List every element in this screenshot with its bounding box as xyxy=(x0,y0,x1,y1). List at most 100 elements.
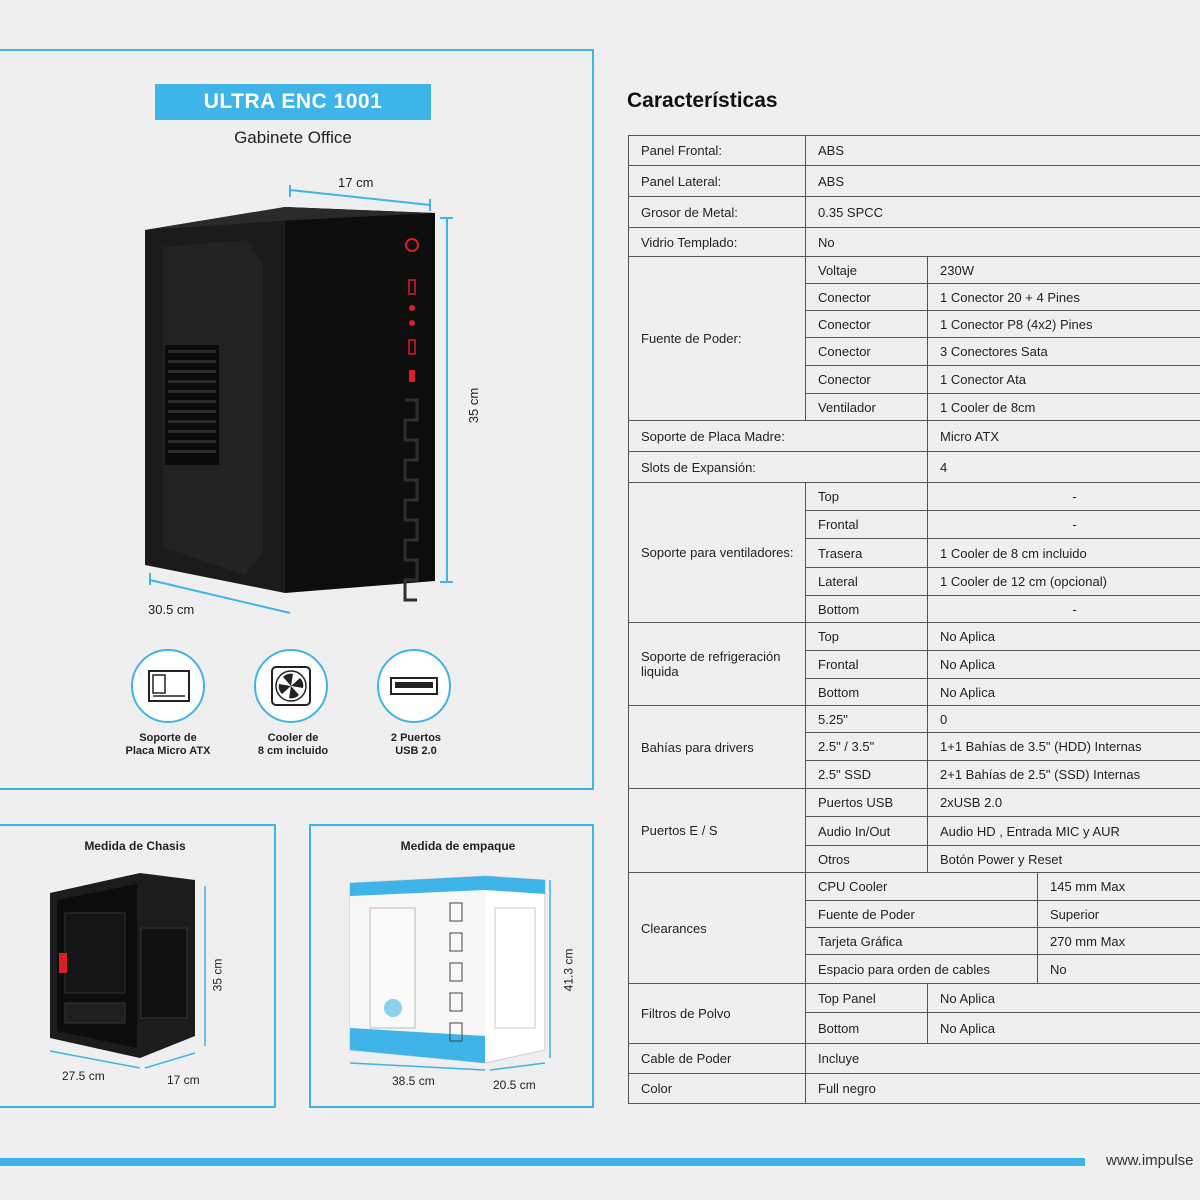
table-row: Soporte para ventiladores: Top - xyxy=(628,482,1200,623)
spec-value: 1 Cooler de 8 cm incluido xyxy=(927,538,1200,568)
dim-depth: 30.5 cm xyxy=(148,602,195,617)
spec-value: No Aplica xyxy=(927,983,1200,1013)
usb-icon xyxy=(390,677,438,695)
spec-subkey: 5.25" xyxy=(805,705,928,733)
spec-value: 1 Conector Ata xyxy=(927,365,1200,394)
spec-label: Puertos E / S xyxy=(628,788,806,873)
spec-label: Filtros de Polvo xyxy=(628,983,806,1044)
spec-subkey: Otros xyxy=(805,845,928,873)
spec-subkey: Voltaje xyxy=(805,256,928,284)
package-depth: 38.5 cm xyxy=(392,1074,435,1088)
spec-value: Botón Power y Reset xyxy=(927,845,1200,873)
table-row: Soporte de refrigeración liquida Top No … xyxy=(628,622,1200,706)
chassis-height: 35 cm xyxy=(210,958,225,992)
usb-feature xyxy=(377,649,451,723)
spec-label: Color xyxy=(628,1073,806,1104)
spec-value: 2+1 Bahías de 2.5" (SSD) Internas xyxy=(927,760,1200,789)
spec-subkey: Conector xyxy=(805,283,928,311)
spec-subkey: Top Panel xyxy=(805,983,928,1013)
package-box-title: Medida de empaque xyxy=(400,839,516,853)
spec-value: No Aplica xyxy=(927,622,1200,651)
spec-value: 1+1 Bahías de 3.5" (HDD) Internas xyxy=(927,732,1200,761)
spec-value: 145 mm Max xyxy=(1037,872,1200,901)
dim-height: 35 cm xyxy=(466,387,482,424)
chassis-box-title: Medida de Chasis xyxy=(84,839,186,853)
footer-url[interactable]: www.impulse xyxy=(1106,1152,1194,1169)
spec-value: ABS xyxy=(805,135,1200,166)
spec-subkey: Lateral xyxy=(805,567,928,596)
spec-subkey: Top xyxy=(805,622,928,651)
spec-label: Slots de Expansión: xyxy=(628,451,928,483)
spec-subkey: Frontal xyxy=(805,650,928,679)
chassis-box xyxy=(0,824,276,1108)
table-row: Soporte de Placa Madre: Micro ATX xyxy=(628,420,1200,452)
spec-value: 0.35 SPCC xyxy=(805,196,1200,228)
spec-label: Soporte para ventiladores: xyxy=(628,482,806,623)
fan-feature xyxy=(254,649,328,723)
spec-subkey: 2.5" SSD xyxy=(805,760,928,789)
spec-value: No xyxy=(805,227,1200,257)
chassis-image xyxy=(49,873,206,1069)
package-image xyxy=(349,875,551,1071)
spec-value: - xyxy=(927,510,1200,539)
specs-table: Panel Frontal: ABS Panel Lateral: ABS Gr… xyxy=(628,135,1200,1104)
spec-subkey: 2.5" / 3.5" xyxy=(805,732,928,761)
spec-value: 1 Conector P8 (4x2) Pines xyxy=(927,310,1200,338)
chassis-width: 17 cm xyxy=(167,1073,200,1087)
spec-value: ABS xyxy=(805,165,1200,197)
table-row: Bahías para drivers 5.25" 0 xyxy=(628,705,1200,789)
spec-value: 270 mm Max xyxy=(1037,927,1200,955)
spec-label: Cable de Poder xyxy=(628,1043,806,1074)
table-row: Fuente de Poder: Voltaje 230W xyxy=(628,256,1200,421)
motherboard-feature xyxy=(131,649,205,723)
pc-case-image xyxy=(145,185,453,614)
spec-subkey: Conector xyxy=(805,337,928,366)
spec-value: - xyxy=(927,595,1200,623)
spec-subkey: Puertos USB xyxy=(805,788,928,817)
product-frame xyxy=(0,49,594,790)
spec-label: Panel Lateral: xyxy=(628,165,806,197)
package-box xyxy=(309,824,594,1108)
spec-subkey: Espacio para orden de cables xyxy=(805,954,1038,984)
spec-subkey: Conector xyxy=(805,310,928,338)
spec-value: Audio HD , Entrada MIC y AUR xyxy=(927,816,1200,846)
dim-width: 17 cm xyxy=(338,175,374,190)
spec-subkey: Bottom xyxy=(805,1012,928,1044)
table-row: Color Full negro xyxy=(628,1073,1200,1104)
spec-subkey: Bottom xyxy=(805,595,928,623)
table-row: Panel Lateral: ABS xyxy=(628,165,1200,197)
spec-subkey: Fuente de Poder xyxy=(805,900,1038,928)
product-title: ULTRA ENC 1001 xyxy=(155,84,431,120)
motherboard-icon xyxy=(148,670,190,702)
spec-subkey: Ventilador xyxy=(805,393,928,421)
spec-value: No xyxy=(1037,954,1200,984)
spec-subkey: Conector xyxy=(805,365,928,394)
spec-label: Soporte de refrigeración liquida xyxy=(628,622,806,706)
spec-value: 1 Conector 20 + 4 Pines xyxy=(927,283,1200,311)
table-row: Slots de Expansión: 4 xyxy=(628,451,1200,483)
spec-value: 1 Cooler de 12 cm (opcional) xyxy=(927,567,1200,596)
table-row: Filtros de Polvo Top Panel No Aplica xyxy=(628,983,1200,1044)
spec-value: Full negro xyxy=(805,1073,1200,1104)
spec-label: Grosor de Metal: xyxy=(628,196,806,228)
table-row: Frontal- xyxy=(629,510,1200,539)
spec-value: Incluye xyxy=(805,1043,1200,1074)
chassis-depth: 27.5 cm xyxy=(62,1069,105,1083)
specs-title: Características xyxy=(627,89,778,112)
spec-subkey: Bottom xyxy=(805,678,928,706)
spec-subkey: Tarjeta Gráfica xyxy=(805,927,1038,955)
spec-label: Fuente de Poder: xyxy=(628,256,806,421)
